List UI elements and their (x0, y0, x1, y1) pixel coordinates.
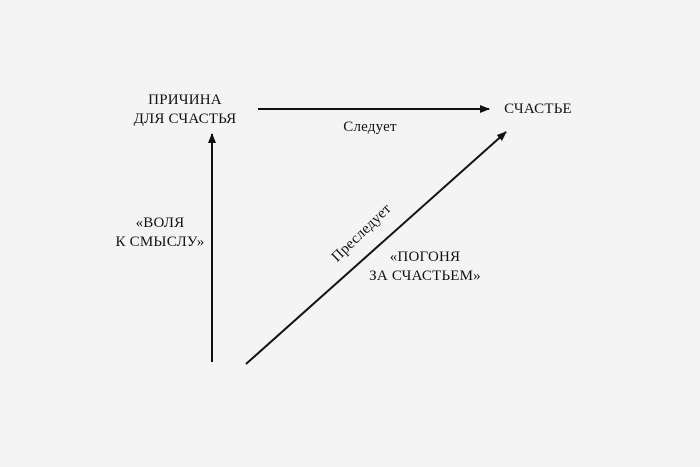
node-cause-for-happiness: ПРИЧИНА ДЛЯ СЧАСТЬЯ (120, 91, 250, 129)
node-pursuit-line1: «ПОГОНЯ (389, 249, 461, 265)
node-cause-line2: ДЛЯ СЧАСТЬЯ (133, 111, 237, 127)
edge-follows-text: Следует (343, 119, 397, 135)
node-will-to-meaning: «ВОЛЯ К СМЫСЛУ» (100, 214, 220, 252)
node-cause-line1: ПРИЧИНА (148, 92, 222, 108)
arrow-pursuit-to-happiness (245, 131, 507, 365)
node-happiness-label: СЧАСТЬЕ (504, 101, 572, 117)
node-will-line2: К СМЫСЛУ» (115, 234, 205, 250)
node-happiness: СЧАСТЬЕ (498, 100, 578, 119)
node-pursuit-of-happiness: «ПОГОНЯ ЗА СЧАСТЬЕМ» (355, 248, 495, 286)
node-will-line1: «ВОЛЯ (135, 215, 185, 231)
edge-label-follows: Следует (325, 118, 415, 137)
node-pursuit-line2: ЗА СЧАСТЬЕМ» (369, 268, 481, 284)
